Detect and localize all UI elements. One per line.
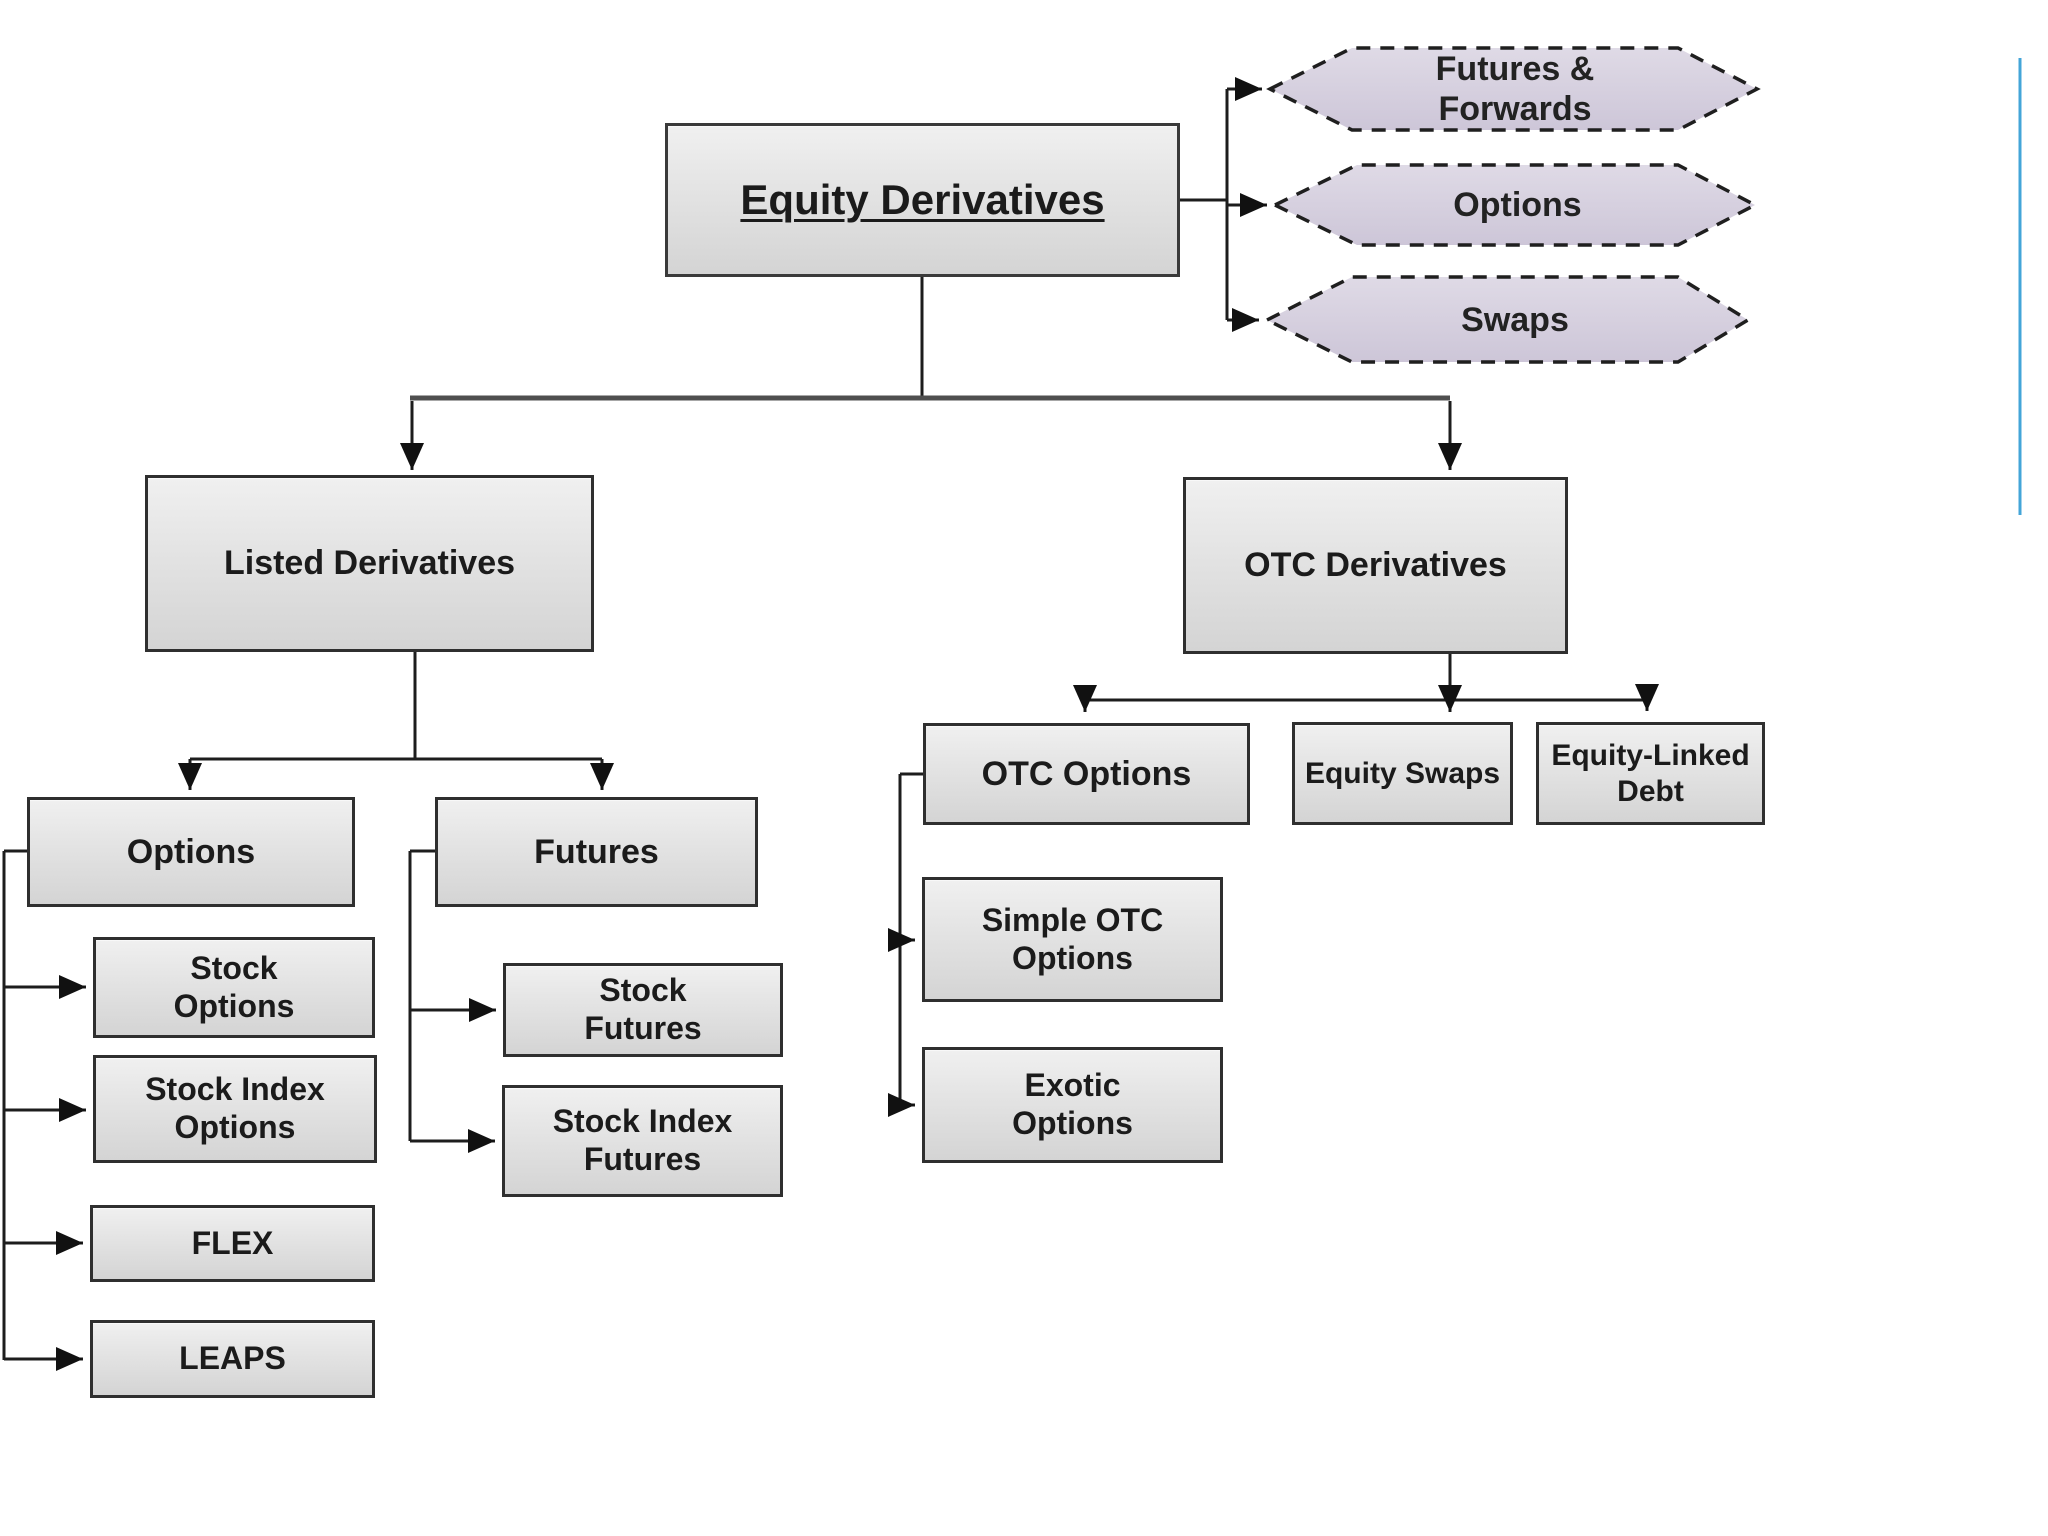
- connector-options-children: [2, 849, 86, 1371]
- node-listed-derivatives: Listed Derivatives: [145, 475, 594, 652]
- hexagon-options-shape: [1271, 163, 1759, 247]
- node-otc-derivatives-label: OTC Derivatives: [1244, 546, 1507, 585]
- node-exotic-options-label: Exotic Options: [1012, 1067, 1133, 1141]
- node-equity-swaps-label: Equity Swaps: [1304, 756, 1501, 790]
- node-flex: FLEX: [90, 1205, 375, 1282]
- node-otc-options-label: OTC Options: [981, 754, 1192, 793]
- node-leaps-label: LEAPS: [179, 1340, 286, 1377]
- node-simple-otc-options-label: Simple OTC Options: [981, 901, 1164, 976]
- node-stock-index-futures: Stock Index Futures: [502, 1085, 783, 1197]
- node-leaps: LEAPS: [90, 1320, 375, 1398]
- hexagon-swaps: Swaps: [1461, 300, 1569, 339]
- node-stock-index-futures-label: Stock Index Futures: [552, 1103, 733, 1177]
- connector-futures-children: [408, 849, 496, 1153]
- connector-otc-options-children: [888, 772, 923, 1117]
- hexagon-futures-forwards-shape: [1266, 46, 1761, 132]
- node-listed-options: Options: [27, 797, 355, 907]
- node-stock-futures: Stock Futures: [503, 963, 783, 1057]
- connector-otc-children: [1073, 654, 1659, 712]
- node-simple-otc-options: Simple OTC Options: [922, 877, 1223, 1002]
- node-stock-index-options: Stock Index Options: [93, 1055, 377, 1163]
- node-exotic-options: Exotic Options: [922, 1047, 1223, 1163]
- node-stock-options: Stock Options: [93, 937, 375, 1038]
- node-equity-linked-debt-label: Equity-Linked Debt: [1551, 739, 1750, 808]
- node-equity-swaps: Equity Swaps: [1292, 722, 1513, 825]
- node-stock-index-options-label: Stock Index Options: [145, 1071, 325, 1145]
- node-listed-options-label: Options: [126, 832, 256, 871]
- node-listed-derivatives-label: Listed Derivatives: [223, 544, 516, 583]
- hexagon-swaps-shape: [1263, 275, 1752, 364]
- hexagon-options: Options: [1453, 185, 1582, 224]
- node-listed-futures: Futures: [435, 797, 758, 907]
- node-otc-derivatives: OTC Derivatives: [1183, 477, 1568, 654]
- node-equity-derivatives-label: Equity Derivatives: [740, 176, 1105, 224]
- node-stock-futures-label: Stock Futures: [584, 972, 702, 1046]
- node-equity-linked-debt: Equity-Linked Debt: [1536, 722, 1765, 825]
- hexagon-futures-forwards: Futures & Forwards: [1435, 49, 1595, 128]
- node-flex-label: FLEX: [191, 1224, 274, 1261]
- connector-listed-children: [178, 652, 614, 790]
- node-equity-derivatives: Equity Derivatives: [665, 123, 1180, 277]
- node-stock-options-label: Stock Options: [173, 949, 295, 1024]
- node-listed-futures-label: Futures: [534, 832, 659, 871]
- node-otc-options: OTC Options: [923, 723, 1250, 825]
- connector-root-to-instruments: [1180, 77, 1267, 332]
- connector-root-to-markets: [400, 277, 1462, 470]
